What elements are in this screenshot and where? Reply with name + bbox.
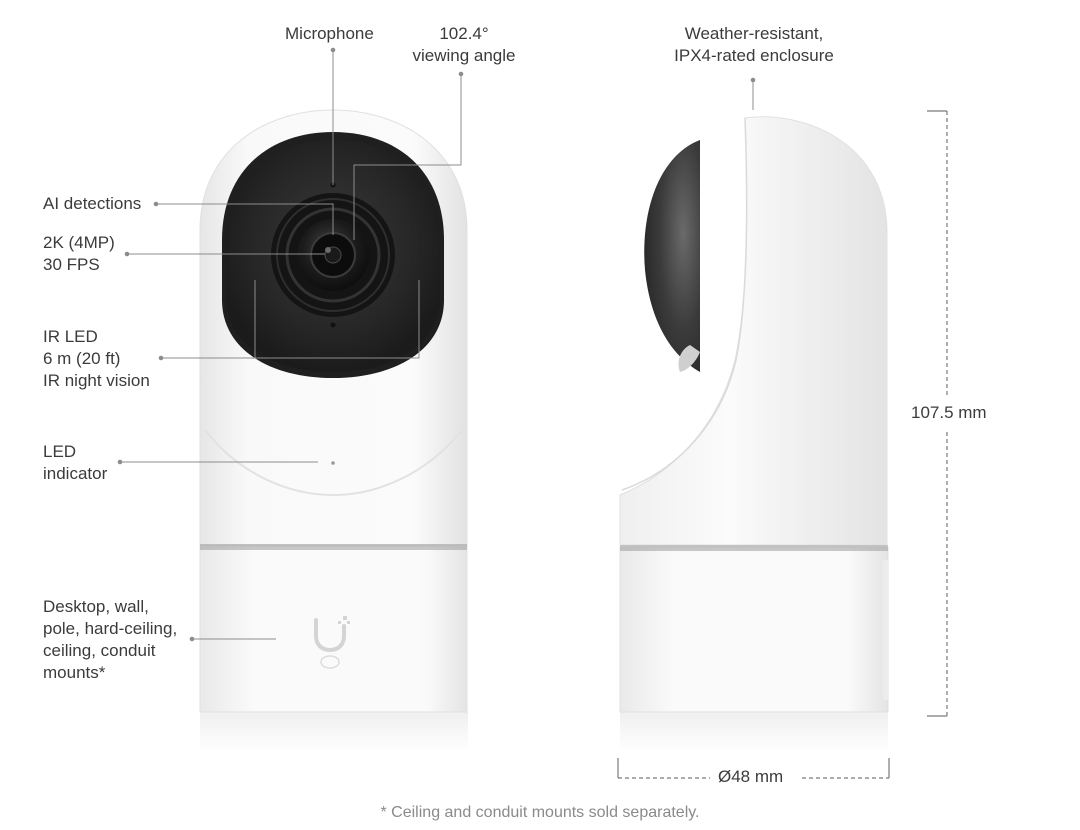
height-dimension-label: 107.5 mm: [909, 402, 989, 424]
led-indicator-line-2: indicator: [43, 464, 108, 483]
side-camera: [619, 116, 889, 752]
diameter-dimension-label: Ø48 mm: [716, 766, 786, 788]
viewing-angle-value: 102.4°: [439, 24, 489, 43]
microphone-label: Microphone: [285, 24, 374, 43]
mounts-line-1: Desktop, wall,: [43, 597, 149, 616]
diameter-dimension: [617, 758, 890, 779]
mounts-line-4: mounts*: [43, 663, 106, 682]
ir-led-label: IR LED 6 m (20 ft) IR night vision: [43, 326, 150, 392]
enclosure-line-2: IPX4-rated enclosure: [674, 46, 834, 65]
ir-led-line-3: IR night vision: [43, 371, 150, 390]
viewing-angle-label: 102.4° viewing angle: [404, 23, 524, 67]
led-indicator-label: LED indicator: [43, 441, 107, 485]
viewing-angle-text: viewing angle: [412, 46, 516, 65]
mounts-label: Desktop, wall, pole, hard-ceiling, ceili…: [43, 596, 177, 684]
leader-lines: [117, 47, 756, 642]
front-camera: [199, 109, 468, 752]
resolution-line-1: 2K (4MP): [43, 233, 115, 252]
led-indicator-line-1: LED: [43, 442, 77, 461]
enclosure-line-1: Weather-resistant,: [684, 24, 824, 43]
ai-detections-label: AI detections: [43, 194, 142, 213]
resolution-label: 2K (4MP) 30 FPS: [43, 232, 115, 276]
height-dimension: [927, 110, 948, 717]
mounts-line-3: ceiling, conduit: [43, 641, 156, 660]
ir-led-line-2: 6 m (20 ft): [43, 349, 121, 368]
mounts-line-2: pole, hard-ceiling,: [43, 619, 178, 638]
ir-led-line-1: IR LED: [43, 327, 98, 346]
enclosure-label: Weather-resistant, IPX4-rated enclosure: [654, 23, 854, 67]
resolution-line-2: 30 FPS: [43, 255, 100, 274]
footnote: * Ceiling and conduit mounts sold separa…: [380, 804, 700, 821]
